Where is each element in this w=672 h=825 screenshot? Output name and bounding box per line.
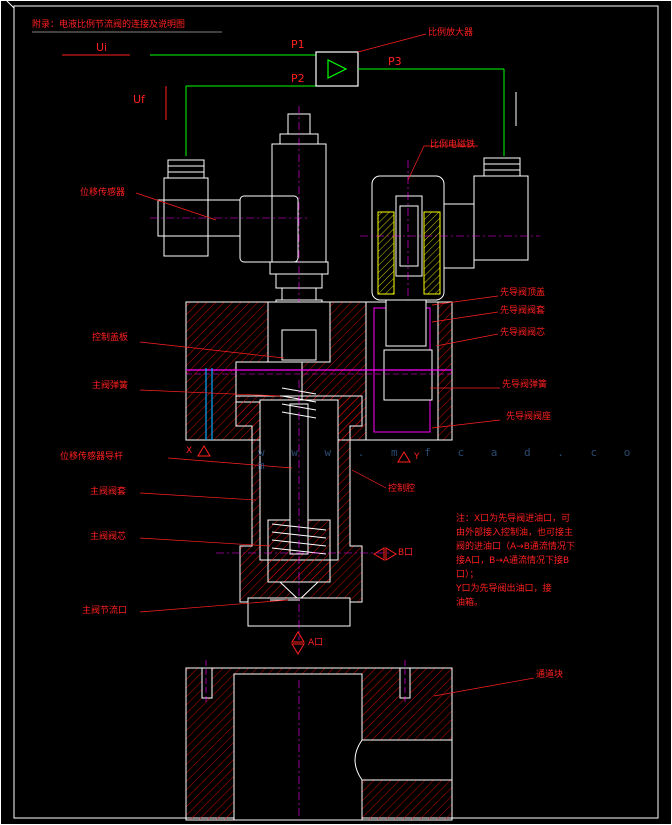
note-line: 阀的进油口（A→B通流情况下 — [456, 542, 575, 552]
note-line: 油箱。 — [456, 598, 484, 608]
label-main-orifice: 主阀节流口 — [82, 606, 128, 616]
port-a-label: A口 — [308, 638, 324, 648]
signal-ui-label: Ui — [96, 41, 108, 54]
signal-uf-label: Uf — [133, 93, 145, 106]
leader-lines — [135, 145, 535, 697]
manifold-block — [185, 660, 453, 821]
note-line: 口）； — [456, 570, 479, 580]
label-pilot-spool: 先导阀阀芯 — [500, 328, 546, 338]
note-line: 接A口，B→A通流情况下接B — [456, 556, 570, 566]
label-control-cover: 控制盖板 — [92, 333, 129, 343]
label-main-sleeve: 主阀阀套 — [90, 487, 127, 497]
label-pilot-top-cover: 先导阀顶盖 — [500, 288, 546, 298]
valve-body — [185, 299, 453, 441]
label-amplifier: 比例放大器 — [428, 28, 474, 38]
signal-p1-label: P1 — [291, 38, 305, 51]
note-line: Y口为先导阀出油口，接 — [456, 584, 552, 594]
label-pilot-sleeve: 先导阀阀套 — [500, 306, 546, 316]
watermark: w w w . m f c a d . c o m — [258, 446, 641, 472]
port-b-label: B口 — [398, 548, 414, 558]
port-y-label: Y — [414, 452, 420, 462]
label-displacement-sensor: 位移传感器 — [80, 188, 126, 198]
amplifier-block — [62, 33, 517, 156]
label-solenoid: 比例电磁铁 — [430, 140, 476, 150]
port-x-label: X — [186, 446, 193, 456]
note-block: 注：X口为先导阀进油口，可 由外部接入控制油，也可接主 阀的进油口（A→B通流情… — [456, 512, 606, 610]
label-sensor-rod: 位移传感器导杆 — [60, 452, 124, 462]
signal-p2-label: P2 — [291, 72, 305, 85]
port-symbols — [197, 445, 411, 655]
label-manifold: 通道块 — [536, 670, 564, 680]
note-line: 由外部接入控制油，也可接主 — [456, 528, 574, 538]
drawing-title: 附录：电液比例节流阀的连接及说明图 — [32, 20, 186, 30]
displacement-sensor — [150, 106, 329, 330]
main-valve — [216, 380, 390, 640]
label-control-chamber: 控制腔 — [388, 484, 416, 494]
proportional-solenoid — [360, 157, 540, 330]
label-pilot-spring: 先导阀弹簧 — [502, 380, 548, 390]
label-pilot-seat: 先导阀阀座 — [506, 412, 552, 422]
note-line: 注：X口为先导阀进油口，可 — [456, 514, 571, 524]
label-main-spool: 主阀阀芯 — [90, 532, 127, 542]
label-main-spring: 主阀弹簧 — [92, 381, 129, 391]
signal-p3-label: P3 — [388, 55, 402, 68]
